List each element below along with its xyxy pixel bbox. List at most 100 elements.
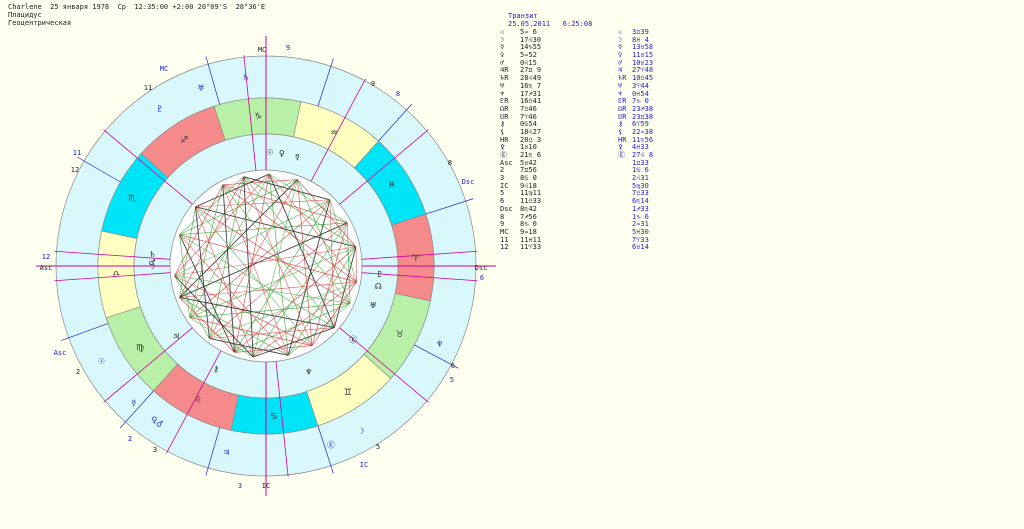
transit-planet-glyph: ☽: [357, 427, 364, 436]
aspect-line: [346, 222, 351, 304]
zodiac-glyph: ♋: [270, 412, 278, 422]
transit-position: 11♏56: [632, 135, 654, 144]
aspect-line: [222, 179, 298, 186]
natal-planet-glyph: ♀: [279, 149, 285, 158]
aspect-line: [174, 275, 254, 358]
natal-position: 5♉42: [520, 158, 537, 167]
natal-point: IC: [500, 181, 509, 190]
transit-position: 1♋ 6: [632, 166, 649, 175]
aspect-line: [355, 246, 357, 282]
transit-house-cusp-line: [77, 156, 121, 183]
natal-row: ⚸ 18♌27: [500, 127, 542, 137]
aspect-line: [329, 199, 335, 328]
transit-house-number: 3: [238, 482, 242, 490]
transit-house-cusp-line: [205, 427, 221, 476]
natal-row: IC 9♌18: [500, 181, 541, 191]
transit-house-number: 12: [42, 253, 50, 261]
zodiac-glyph: ♍: [136, 344, 144, 354]
natal-position: 9♌18: [520, 181, 537, 190]
natal-point: MC: [500, 227, 509, 236]
transit-position: 7♈33: [632, 235, 649, 244]
transit-planet-glyph: ♂: [156, 420, 163, 429]
transit-point: ⚴: [618, 143, 624, 152]
transit-position: 1♑ 6: [632, 212, 649, 221]
aspect-line: [268, 174, 289, 356]
aspect-line: [189, 246, 357, 318]
aspect-line: [174, 246, 357, 276]
natal-row: ♂0♌15: [500, 59, 541, 68]
natal-house-number: 12: [71, 166, 79, 174]
aspect-line: [179, 234, 357, 283]
natal-point: ☊R: [500, 104, 509, 113]
aspect-line: [174, 199, 331, 276]
natal-position: 8♏42: [520, 204, 537, 213]
transit-planet-glyph: ☉: [98, 357, 105, 366]
zodiac-glyph: ♈: [412, 254, 421, 264]
natal-house-cusp-line: [103, 129, 193, 205]
transit-house-cusp-line: [205, 56, 221, 105]
transit-point: HR: [618, 135, 627, 144]
zodiac-glyph: ♉: [396, 330, 404, 340]
aspect-line: [179, 234, 191, 318]
natal-row: ☿14♑55: [500, 44, 541, 52]
transit-house-number: 8: [396, 90, 400, 98]
aspect-line: [179, 179, 298, 298]
zodiac-glyph: ♒: [330, 128, 338, 138]
transit-position: 6♏14: [632, 197, 649, 206]
transit-ic-label: IC: [360, 461, 368, 469]
aspect-line: [209, 338, 289, 356]
aspect-line: [268, 173, 357, 283]
natal-point: ⚸: [500, 127, 506, 136]
natal-row: ♀5♒52: [500, 51, 541, 60]
aspect-line: [253, 327, 335, 358]
transit-row: ⚴4♓33: [618, 143, 653, 152]
natal-house-cusp-line: [243, 55, 257, 171]
natal-position: 18♌27: [520, 127, 542, 136]
transit-position: 6♉14: [632, 243, 649, 252]
transit-position: 5♍30: [632, 181, 649, 190]
natal-point: Asc: [500, 158, 513, 167]
natal-row: ♅16♏ 7: [500, 82, 541, 91]
transit-position: 11♉15: [632, 51, 654, 60]
transit-row: 2♒31: [618, 220, 653, 229]
aspect-line: [234, 199, 331, 353]
aspect-line: [311, 281, 357, 346]
transit-row: 5♍30: [618, 181, 653, 191]
natal-house-cusp-line: [54, 272, 171, 282]
transit-position: 1♐33: [632, 204, 649, 213]
transit-house-cusp-line: [378, 103, 413, 142]
aspect-line: [179, 297, 235, 353]
natal-point: ♄R: [500, 74, 509, 83]
aspect-line: [189, 184, 224, 318]
natal-position: 11♈33: [520, 243, 542, 252]
natal-planet-glyph: ☊: [375, 282, 382, 291]
natal-house-cusp-line: [361, 272, 478, 282]
aspect-line: [252, 179, 298, 358]
transit-row: 1♐33: [618, 204, 653, 214]
natal-point: ♃R: [500, 66, 509, 75]
transit-position: 10♎45: [632, 74, 654, 83]
transit-house-number: 11: [73, 149, 81, 157]
natal-house-cusp-line: [361, 250, 478, 260]
transit-dsc-label: Dsc: [462, 178, 475, 186]
natal-point: ☿: [500, 43, 505, 52]
aspect-line: [195, 206, 210, 339]
transit-house-number: 6: [480, 274, 484, 282]
coordinate-system-label: Геоцентрическая: [8, 19, 72, 27]
transit-point: ☋R: [618, 112, 627, 121]
aspect-line: [179, 222, 348, 235]
natal-transit-wheel[interactable]: ♒♑♐♏♎♍♌♋♊♉♈♓☉☽☿♀♂♃♄♅♆♇☊⚷Ⓔ☉☽☿♀♂♃♄♅♆♇ⒺMCIC…: [0, 0, 500, 529]
aspect-line: [179, 297, 289, 356]
transit-position: 23♐38: [632, 104, 654, 113]
natal-house-number: 5: [376, 443, 380, 451]
natal-house-number: 11: [144, 84, 152, 92]
